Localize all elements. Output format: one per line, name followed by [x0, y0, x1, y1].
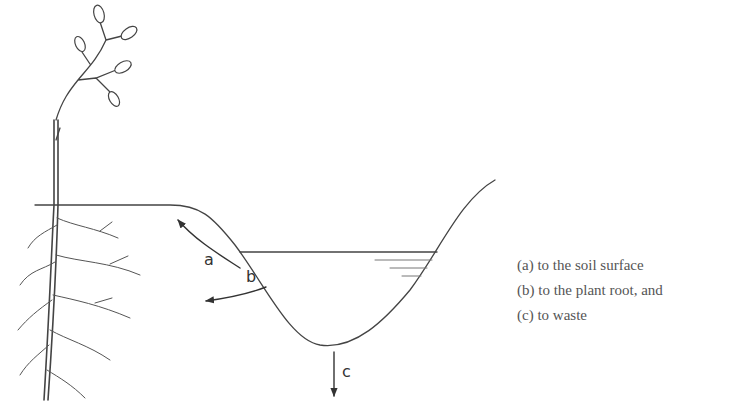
arrow-letter: b	[246, 267, 256, 286]
water-surface	[240, 251, 437, 252]
soil-surface	[35, 180, 495, 346]
key-note: (b) to the plant root, and	[517, 282, 663, 299]
arrow-letter: a	[204, 250, 214, 269]
plant-roots	[18, 218, 140, 398]
arrow-letter: c	[342, 362, 351, 381]
plant-stem	[44, 120, 58, 400]
plant-leaves	[73, 4, 140, 108]
flow-arrow	[206, 287, 266, 301]
label-text: (a) to the soil surface	[517, 257, 644, 273]
key-note: (c) to waste	[517, 307, 587, 324]
flow-arrow	[178, 220, 240, 268]
label-text: c	[342, 362, 351, 381]
label-text: (b) to the plant root, and	[517, 282, 663, 298]
water-shading	[375, 260, 432, 276]
label-text: (c) to waste	[517, 307, 587, 323]
plant-branches	[56, 22, 122, 140]
label-text: b	[246, 267, 256, 286]
key-note: (a) to the soil surface	[517, 257, 644, 274]
label-text: a	[204, 250, 214, 269]
flow-arrow	[333, 352, 334, 396]
